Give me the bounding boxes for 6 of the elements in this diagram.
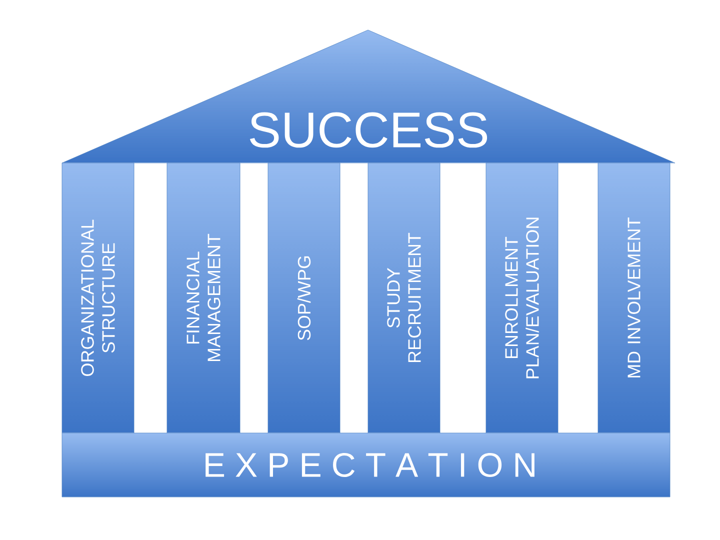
- pillar: MD INVOLVEMENT: [598, 162, 670, 434]
- pillar: ENROLLMENT PLAN/EVALUATION: [486, 162, 558, 434]
- pillar: STUDY RECRUITMENT: [368, 162, 440, 434]
- pillar: FINANCIAL MANAGEMENT: [166, 162, 240, 434]
- pillar: SOP/WPG: [268, 162, 340, 434]
- pillar: ORGANIZATIONAL STRUCTURE: [62, 162, 134, 434]
